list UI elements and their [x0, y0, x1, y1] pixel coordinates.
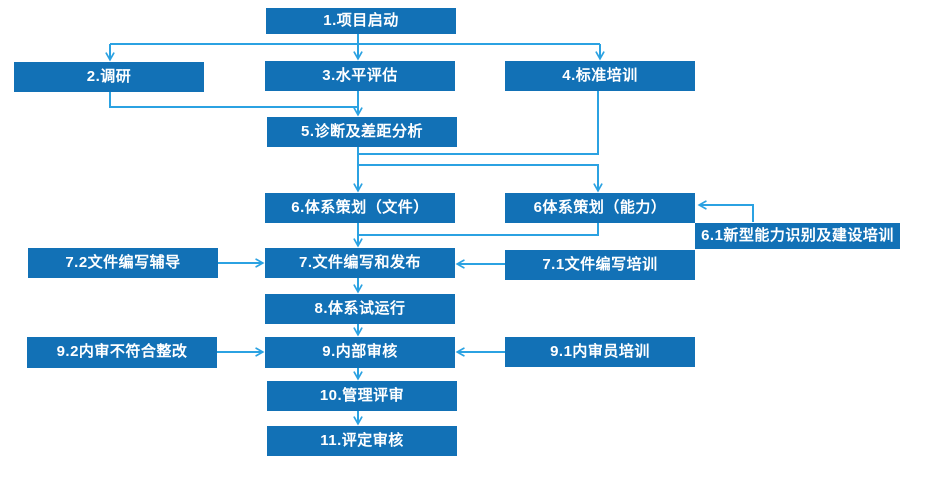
- flow-node-11: 11.评定审核: [267, 426, 457, 456]
- flow-node-9-1: 9.1内审员培训: [505, 337, 695, 367]
- flow-node-6-1: 6.1新型能力识别及建设培训: [695, 223, 900, 249]
- flow-node-10: 10.管理评审: [267, 381, 457, 411]
- flow-node-2: 2.调研: [14, 62, 204, 92]
- flow-node-9-2: 9.2内审不符合整改: [27, 337, 217, 368]
- flow-node-6-cap: 6体系策划（能力）: [505, 193, 695, 223]
- flow-node-6-doc: 6.体系策划（文件）: [265, 193, 455, 223]
- flow-node-7-1: 7.1文件编写培训: [505, 250, 695, 280]
- flow-node-4: 4.标准培训: [505, 61, 695, 91]
- edge-61-to-6cap: [700, 205, 754, 222]
- flow-node-8: 8.体系试运行: [265, 294, 455, 324]
- flow-node-1: 1.项目启动: [266, 8, 456, 34]
- edge-5-to-6cap: [358, 164, 598, 190]
- edge-2-to-5: [109, 92, 358, 108]
- flow-node-3: 3.水平评估: [265, 61, 455, 91]
- flow-node-7: 7.文件编写和发布: [265, 248, 455, 278]
- flow-node-9: 9.内部审核: [265, 337, 455, 368]
- flow-node-5: 5.诊断及差距分析: [267, 117, 457, 147]
- flow-node-7-2: 7.2文件编写辅导: [28, 248, 218, 278]
- edge-4-merge: [358, 91, 599, 155]
- edge-6cap-merge: [358, 223, 599, 236]
